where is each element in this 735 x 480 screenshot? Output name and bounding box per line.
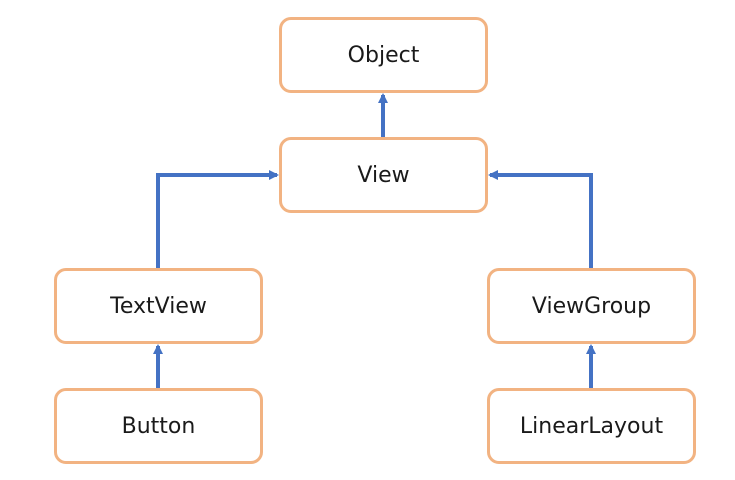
node-linearlayout: LinearLayout <box>487 388 696 464</box>
node-object-label: Object <box>347 42 420 68</box>
node-textview-label: TextView <box>110 293 207 319</box>
node-textview: TextView <box>54 268 263 344</box>
arrow-viewgroup-to-view <box>488 170 593 268</box>
node-view-label: View <box>357 162 410 188</box>
node-view: View <box>279 137 488 213</box>
node-linearlayout-label: LinearLayout <box>519 413 664 439</box>
arrow-textview-to-view <box>156 170 279 268</box>
node-button: Button <box>54 388 263 464</box>
node-viewgroup: ViewGroup <box>487 268 696 344</box>
node-button-label: Button <box>121 413 196 439</box>
node-viewgroup-label: ViewGroup <box>531 293 652 319</box>
node-object: Object <box>279 17 488 93</box>
